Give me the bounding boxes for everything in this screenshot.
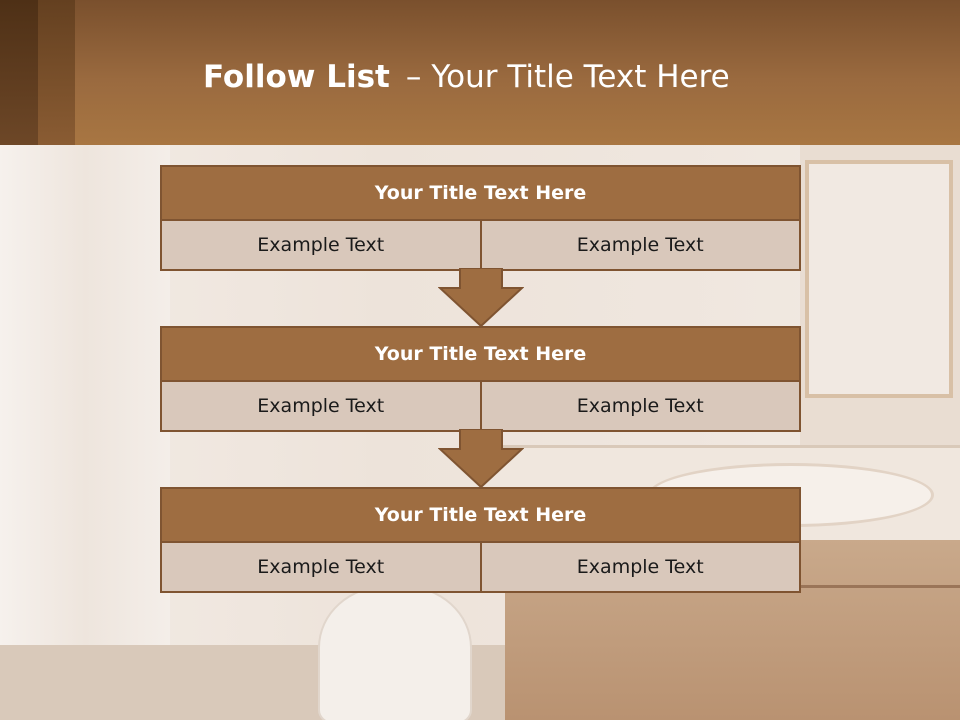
step-cell-right: Example Text (479, 543, 801, 593)
step-cells: Example Text Example Text (160, 543, 801, 593)
header-accent-dark (0, 0, 38, 145)
step-cells: Example Text Example Text (160, 382, 801, 432)
slide-title: Follow List–Your Title Text Here (203, 56, 730, 98)
step-block-2: Your Title Text Here Example Text Exampl… (160, 326, 801, 432)
step-cell-left: Example Text (160, 221, 482, 271)
slide-title-bold: Follow List (203, 59, 390, 95)
down-arrow-icon (438, 268, 524, 328)
step-title: Your Title Text Here (160, 165, 801, 221)
step-title: Your Title Text Here (160, 326, 801, 382)
step-block-1: Your Title Text Here Example Text Exampl… (160, 165, 801, 271)
step-cells: Example Text Example Text (160, 221, 801, 271)
shower-curtain (0, 145, 170, 720)
step-cell-left: Example Text (160, 543, 482, 593)
step-block-3: Your Title Text Here Example Text Exampl… (160, 487, 801, 593)
step-cell-left: Example Text (160, 382, 482, 432)
mirror (805, 160, 953, 398)
down-arrow-icon (438, 429, 524, 489)
slide-title-dash: – (405, 59, 422, 95)
step-cell-right: Example Text (479, 382, 801, 432)
step-title: Your Title Text Here (160, 487, 801, 543)
toilet (318, 585, 472, 720)
header-accent-mid (38, 0, 75, 145)
slide-title-rest: Your Title Text Here (431, 59, 730, 95)
header-band (0, 0, 960, 145)
step-cell-right: Example Text (479, 221, 801, 271)
